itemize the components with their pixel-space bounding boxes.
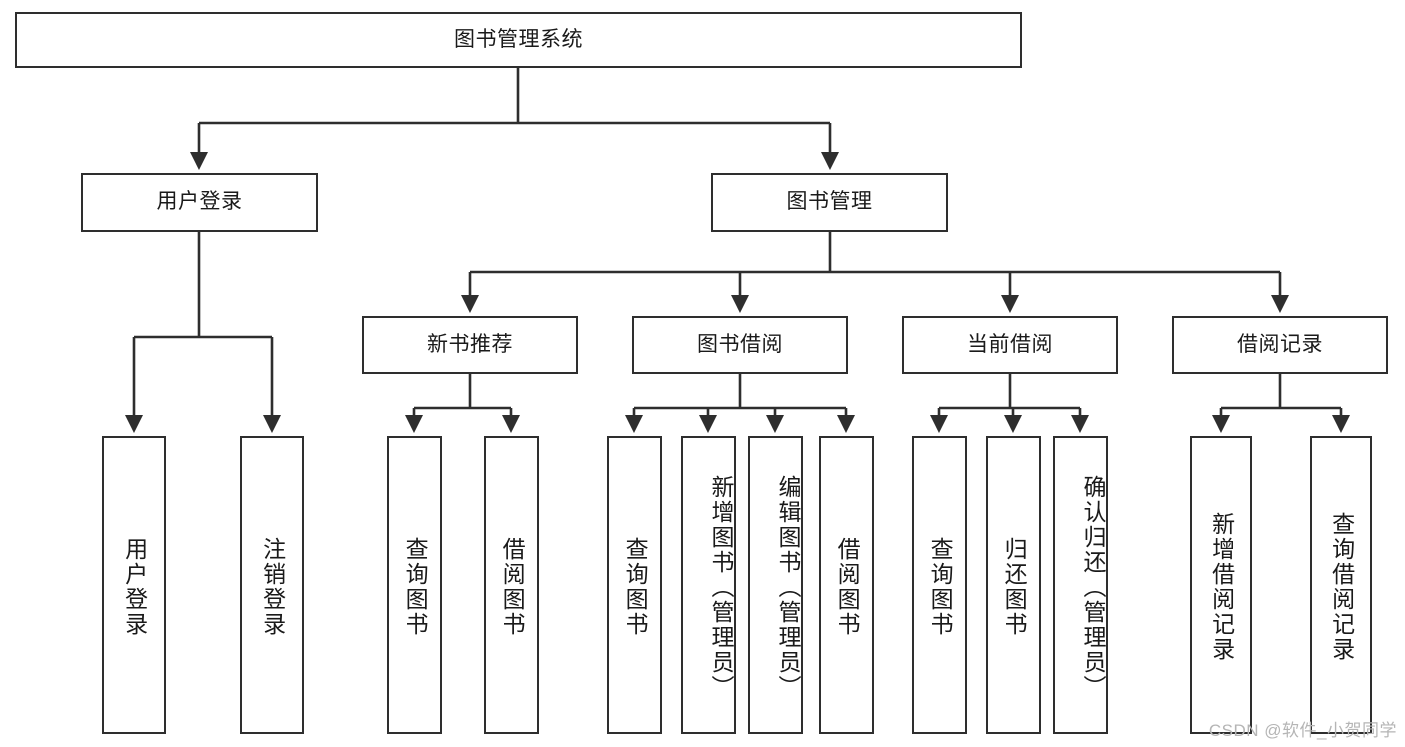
leaf-edit-book-admin[interactable]: 编辑图书（管理员） xyxy=(748,436,803,734)
node-book-borrow-label: 图书借阅 xyxy=(697,332,783,356)
leaf-user-login-label: 用户登录 xyxy=(121,537,148,637)
leaf-query-record[interactable]: 查询借阅记录 xyxy=(1310,436,1372,734)
leaf-query-book-2-label: 查询图书 xyxy=(622,537,649,637)
leaf-query-book-3[interactable]: 查询图书 xyxy=(912,436,967,734)
leaf-logout-login-label: 注销登录 xyxy=(259,537,286,637)
node-borrow-record[interactable]: 借阅记录 xyxy=(1172,316,1388,374)
node-root[interactable]: 图书管理系统 xyxy=(15,12,1022,68)
leaf-logout-login[interactable]: 注销登录 xyxy=(240,436,304,734)
node-new-book-recommend[interactable]: 新书推荐 xyxy=(362,316,578,374)
node-book-manage[interactable]: 图书管理 xyxy=(711,173,948,232)
leaf-return-book[interactable]: 归还图书 xyxy=(986,436,1041,734)
leaf-borrow-book-2-label: 借阅图书 xyxy=(834,537,861,637)
node-borrow-record-label: 借阅记录 xyxy=(1237,332,1323,356)
leaf-query-book-1[interactable]: 查询图书 xyxy=(387,436,442,734)
leaf-edit-book-admin-label: 编辑图书（管理员） xyxy=(775,474,801,700)
node-new-book-recommend-label: 新书推荐 xyxy=(427,332,513,356)
leaf-user-login[interactable]: 用户登录 xyxy=(102,436,166,734)
leaf-add-record[interactable]: 新增借阅记录 xyxy=(1190,436,1252,734)
node-user-login-label: 用户登录 xyxy=(156,190,243,214)
node-book-borrow[interactable]: 图书借阅 xyxy=(632,316,848,374)
node-user-login[interactable]: 用户登录 xyxy=(81,173,318,232)
node-book-manage-label: 图书管理 xyxy=(786,190,873,214)
node-current-borrow-label: 当前借阅 xyxy=(967,332,1053,356)
node-current-borrow[interactable]: 当前借阅 xyxy=(902,316,1118,374)
leaf-add-book-admin-label: 新增图书（管理员） xyxy=(708,474,734,700)
leaf-confirm-return-admin-label: 确认归还（管理员） xyxy=(1080,474,1106,700)
leaf-query-book-1-label: 查询图书 xyxy=(402,537,429,637)
leaf-query-book-3-label: 查询图书 xyxy=(927,537,954,637)
leaf-confirm-return-admin[interactable]: 确认归还（管理员） xyxy=(1053,436,1108,734)
leaf-return-book-label: 归还图书 xyxy=(1001,537,1028,637)
leaf-borrow-book-1-label: 借阅图书 xyxy=(499,537,526,637)
leaf-add-record-label: 新增借阅记录 xyxy=(1208,512,1235,662)
leaf-add-book-admin[interactable]: 新增图书（管理员） xyxy=(681,436,736,734)
leaf-query-record-label: 查询借阅记录 xyxy=(1328,512,1355,662)
leaf-borrow-book-1[interactable]: 借阅图书 xyxy=(484,436,539,734)
node-root-label: 图书管理系统 xyxy=(454,27,583,51)
leaf-query-book-2[interactable]: 查询图书 xyxy=(607,436,662,734)
leaf-borrow-book-2[interactable]: 借阅图书 xyxy=(819,436,874,734)
